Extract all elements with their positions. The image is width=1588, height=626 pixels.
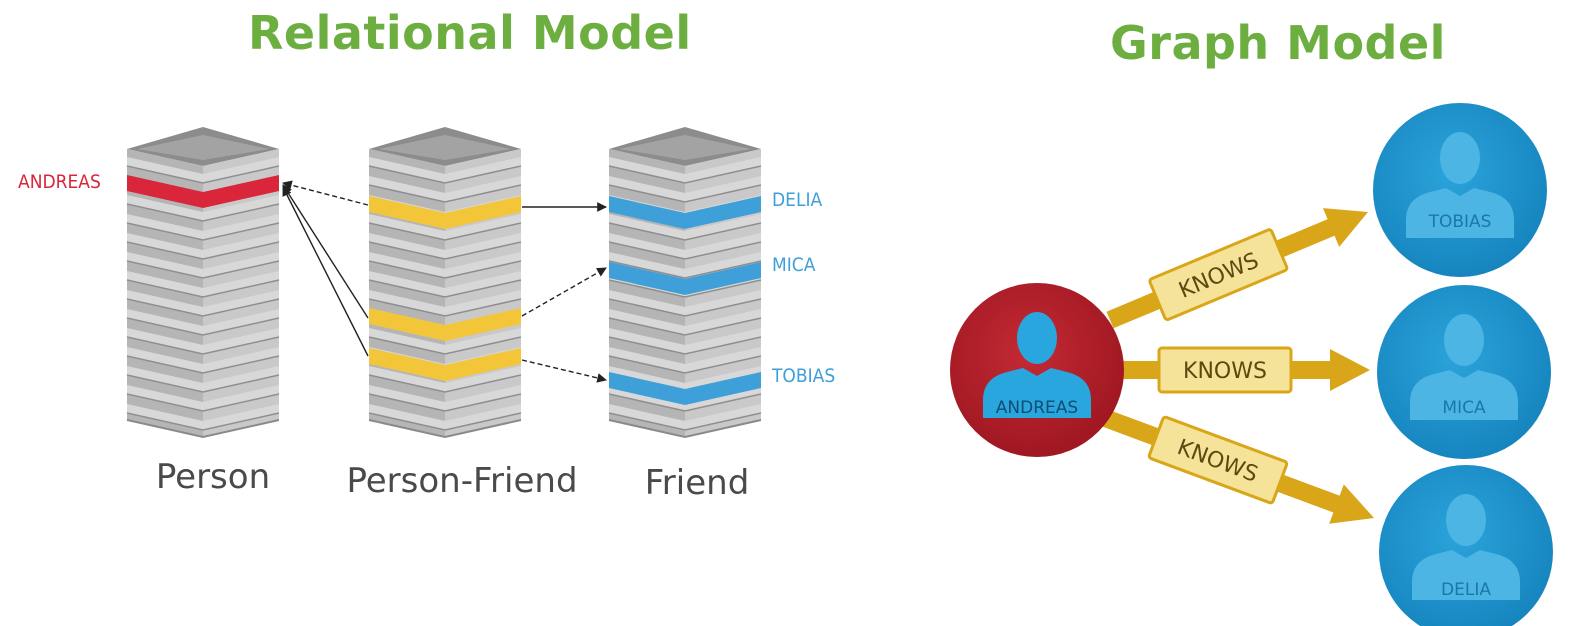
highlighted-row [609, 372, 761, 405]
knows-label-box [1148, 228, 1289, 321]
tower-row [369, 328, 521, 354]
link-pf2-person [282, 184, 369, 319]
highlighted-row [609, 196, 761, 229]
tower-row [609, 328, 761, 354]
person-friend-table-caption: Person-Friend [346, 461, 577, 501]
tower-row [127, 404, 279, 430]
tower-row [127, 214, 279, 240]
graph-model-title: Graph Model [1110, 16, 1446, 70]
tower-row [369, 385, 521, 411]
tower-row [609, 176, 761, 202]
link-pf3-friend [521, 359, 607, 383]
knows-label: KNOWS [1183, 359, 1267, 384]
node-tobias: TOBIAS [1373, 103, 1547, 277]
tower-row [609, 157, 761, 183]
node-andreas-label: ANDREAS [996, 398, 1078, 418]
arrowhead [1329, 484, 1374, 524]
friend-row-label-3: TOBIAS [771, 365, 835, 387]
person-table-caption: Person [156, 457, 270, 497]
link-pf1-person [282, 180, 369, 206]
person-friend-table [368, 127, 522, 439]
person-icon [1412, 494, 1520, 600]
node-mica: MICA [1377, 285, 1551, 459]
tower-row [127, 195, 279, 221]
relational-model-title: Relational Model [248, 6, 692, 60]
knows-edge-2: KNOWS [1120, 346, 1370, 394]
link-pf3-person [282, 186, 369, 357]
person-icon [1410, 314, 1518, 420]
tower-row [609, 309, 761, 335]
tower-row [127, 252, 279, 278]
knows-label-box [1157, 346, 1293, 394]
tower-row [369, 214, 521, 240]
friend-row-label-1: DELIA [772, 189, 823, 211]
tower-row [609, 404, 761, 430]
arrowhead [1322, 208, 1369, 247]
node-delia: DELIA [1379, 465, 1553, 626]
tower-row [127, 309, 279, 335]
friend-table-caption: Friend [645, 463, 750, 503]
knows-label-box [1147, 415, 1289, 505]
tower-row [127, 157, 279, 183]
highlighted-row [369, 196, 521, 229]
tower-row [609, 347, 761, 373]
tower-row [369, 157, 521, 183]
tower-row [127, 347, 279, 373]
tower-row [127, 271, 279, 297]
highlighted-row [609, 262, 761, 295]
node-tobias-label: TOBIAS [1428, 212, 1492, 232]
tower-row [609, 290, 761, 316]
tower-row [369, 233, 521, 259]
tower-row [609, 252, 761, 278]
friend-row-label-2: MICA [772, 254, 816, 276]
knows-edge-3: KNOWS [1101, 409, 1374, 524]
person-icon [1406, 132, 1514, 238]
highlighted-row [369, 308, 521, 341]
tower-row [127, 328, 279, 354]
tower-row [369, 252, 521, 278]
tower-row [127, 385, 279, 411]
tower-row [609, 214, 761, 240]
tower-row [609, 385, 761, 411]
person-table [126, 127, 280, 439]
tower-row [369, 176, 521, 202]
link-pf2-friend [521, 267, 607, 317]
tower-row [127, 366, 279, 392]
highlighted-row [369, 348, 521, 381]
arrowhead [1330, 349, 1370, 391]
person-icon [983, 312, 1091, 418]
friend-table [608, 127, 762, 439]
tower-row [369, 271, 521, 297]
tower-row [127, 233, 279, 259]
tower-row [369, 290, 521, 316]
node-mica-label: MICA [1442, 398, 1486, 418]
tower-row [609, 233, 761, 259]
tower-row [369, 404, 521, 430]
knows-edge-1: KNOWS [1106, 208, 1369, 329]
person-row-label: ANDREAS [18, 171, 101, 193]
tower-row [369, 366, 521, 392]
relational-links [282, 180, 607, 383]
highlighted-row [127, 175, 279, 208]
node-delia-label: DELIA [1441, 580, 1491, 600]
tower-row [127, 290, 279, 316]
graph-edges: KNOWS KNOWS KNOWS [1101, 208, 1374, 524]
node-andreas: ANDREAS [950, 283, 1124, 457]
